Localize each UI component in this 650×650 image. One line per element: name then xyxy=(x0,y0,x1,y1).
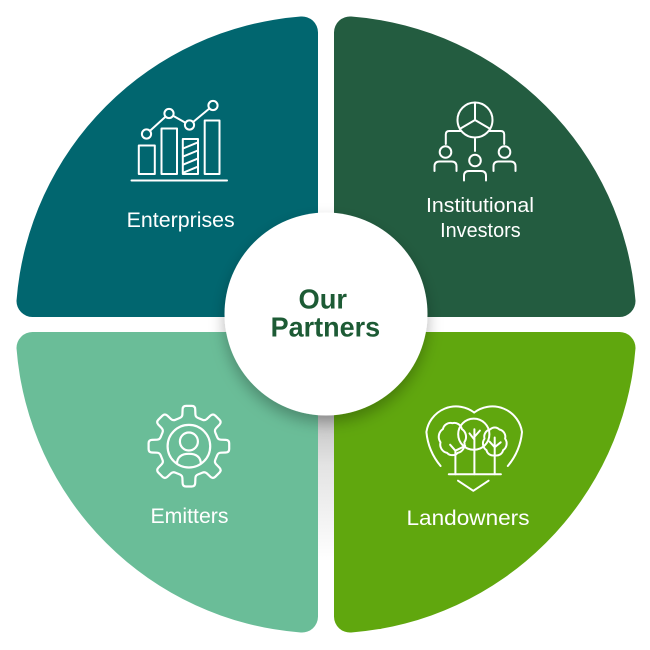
svg-text:Emitters: Emitters xyxy=(151,505,229,528)
svg-text:Institutional: Institutional xyxy=(426,195,534,217)
svg-text:Partners: Partners xyxy=(271,311,381,342)
svg-text:Landowners: Landowners xyxy=(407,507,530,530)
svg-text:Enterprises: Enterprises xyxy=(127,209,235,232)
svg-text:Our: Our xyxy=(299,283,348,314)
svg-text:Investors: Investors xyxy=(440,220,521,242)
